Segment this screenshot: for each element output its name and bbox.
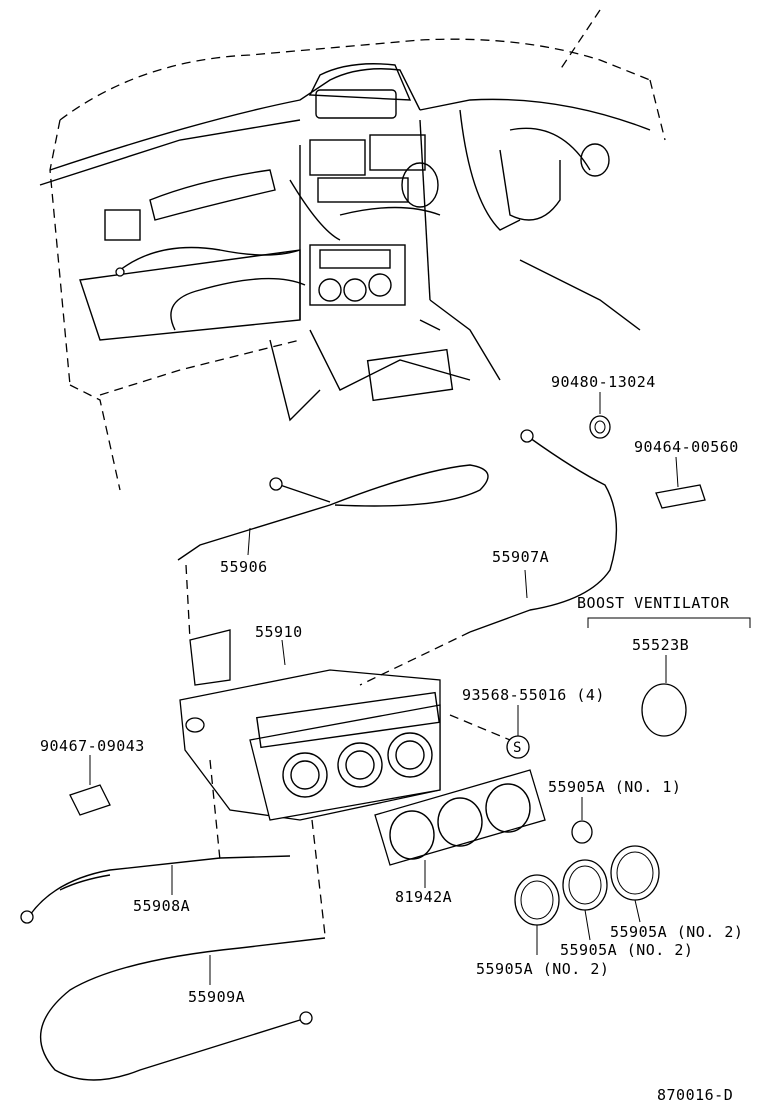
label-boost-ventilator: BOOST VENTILATOR: [577, 594, 730, 612]
label-55906: 55906: [220, 558, 268, 576]
label-55523b: 55523B: [632, 636, 689, 654]
knob-55905a-no2-right: [610, 845, 660, 923]
label-55909a: 55909A: [188, 988, 245, 1006]
diagram-code: 870016-D: [657, 1086, 733, 1104]
cable-55908a: [20, 855, 291, 924]
clip-90467-09043: [69, 755, 111, 816]
s-mark: S: [506, 705, 530, 759]
cable-55906: [177, 464, 489, 561]
label-90464-00560: 90464-00560: [634, 438, 739, 456]
dashboard-illustration: [39, 9, 666, 491]
cable-55909a: [40, 937, 326, 1081]
label-81942a: 81942A: [395, 888, 452, 906]
knob-55905a-no1: [571, 797, 593, 844]
panel-81942a: [374, 769, 546, 888]
label-90467-09043: 90467-09043: [40, 737, 145, 755]
label-55908a: 55908A: [133, 897, 190, 915]
cable-55907a: [469, 429, 618, 633]
s-mark-label: S: [513, 740, 522, 756]
label-55905a-no2-c: 55905A (NO. 2): [476, 960, 609, 978]
label-55905a-no2-a: 55905A (NO. 2): [610, 923, 743, 941]
clip-90480-13024: [589, 392, 611, 439]
label-93568-55016: 93568-55016 (4): [462, 686, 605, 704]
label-90480-13024: 90480-13024: [551, 373, 656, 391]
knob-55905a-no2-left: [514, 874, 560, 955]
boost-ventilator-group: [587, 617, 751, 737]
label-55907a: 55907A: [492, 548, 549, 566]
knob-55905a-no2-mid: [562, 859, 608, 941]
label-55905a-no1: 55905A (NO. 1): [548, 778, 681, 796]
label-55905a-no2-b: 55905A (NO. 2): [560, 941, 693, 959]
heater-control-55910: [179, 629, 441, 821]
clip-90464-00560: [655, 456, 706, 509]
label-55910: 55910: [255, 623, 303, 641]
